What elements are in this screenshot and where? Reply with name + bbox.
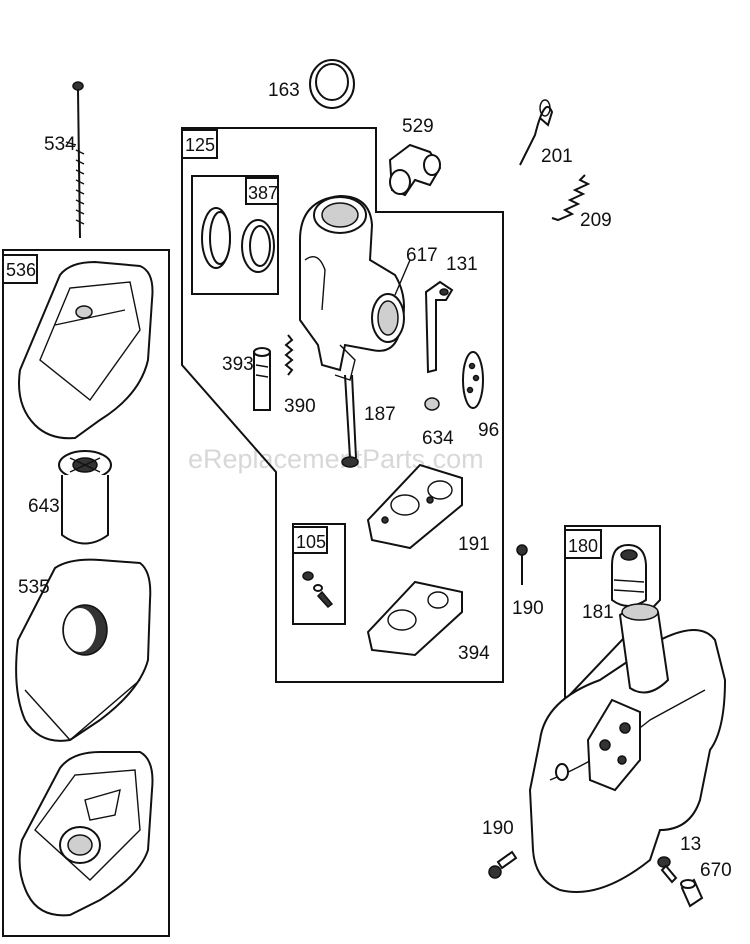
- throttle-shaft-131[interactable]: [424, 280, 454, 374]
- ring-163[interactable]: [309, 59, 355, 109]
- needle-valve-105[interactable]: [302, 571, 334, 609]
- part-label-191: 191: [458, 534, 490, 555]
- precleaner-535[interactable]: [15, 558, 152, 742]
- part-label-96: 96: [478, 420, 499, 441]
- fuel-tank[interactable]: [528, 603, 727, 893]
- screw-13[interactable]: [657, 856, 678, 884]
- part-label-643: 643: [28, 496, 60, 517]
- part-label-535: 535: [18, 577, 50, 598]
- part-label-13: 13: [680, 834, 701, 855]
- screw-190-upper[interactable]: [516, 544, 528, 585]
- diaphragm-191[interactable]: [366, 463, 463, 550]
- part-label-634: 634: [422, 428, 454, 449]
- group-536-frame: 536: [2, 249, 170, 937]
- gasket-394[interactable]: [366, 580, 463, 657]
- group-label-125: 125: [185, 135, 215, 155]
- part-label-201: 201: [541, 146, 573, 167]
- group-105-frame: 105: [292, 523, 346, 625]
- group-label-180: 180: [568, 536, 598, 556]
- part-label-534: 534: [44, 134, 76, 155]
- group-label-536: 536: [6, 260, 36, 280]
- air-cleaner-cover[interactable]: [18, 260, 154, 440]
- group-387-frame: 387: [191, 175, 279, 295]
- bowl-gaskets-387[interactable]: [201, 207, 275, 273]
- link-201[interactable]: [519, 99, 554, 166]
- filter-cartridge-643[interactable]: [58, 450, 112, 545]
- jet-393[interactable]: [253, 347, 271, 411]
- part-label-181: 181: [582, 602, 614, 623]
- elbow-529[interactable]: [388, 143, 442, 197]
- group-label-105: 105: [296, 532, 326, 552]
- nut-634[interactable]: [424, 397, 440, 411]
- part-label-209: 209: [580, 210, 612, 231]
- part-label-190-lower: 190: [482, 818, 514, 839]
- part-label-187: 187: [364, 404, 396, 425]
- group-180-frame: 180: [564, 525, 661, 703]
- part-label-394: 394: [458, 643, 490, 664]
- spring-390[interactable]: [284, 334, 294, 376]
- part-label-617: 617: [406, 245, 438, 266]
- group-label-387: 387: [248, 183, 278, 203]
- spring-209[interactable]: [551, 174, 591, 222]
- part-label-529: 529: [402, 116, 434, 137]
- group-125-frame: 125: [181, 127, 504, 683]
- part-label-190-upper: 190: [512, 598, 544, 619]
- carburetor-body-617[interactable]: [299, 194, 405, 381]
- part-label-131: 131: [446, 254, 478, 275]
- screw-534[interactable]: [72, 81, 85, 239]
- part-label-390: 390: [284, 396, 316, 417]
- part-label-670: 670: [700, 860, 732, 881]
- air-cleaner-base[interactable]: [18, 751, 154, 917]
- part-label-393: 393: [222, 354, 254, 375]
- spacer-670[interactable]: [680, 878, 704, 908]
- disc-96[interactable]: [462, 351, 484, 409]
- fuel-pickup-187[interactable]: [341, 374, 359, 468]
- part-label-163: 163: [268, 80, 300, 101]
- fuel-cap-181[interactable]: [611, 543, 647, 607]
- screw-190-lower[interactable]: [488, 850, 518, 879]
